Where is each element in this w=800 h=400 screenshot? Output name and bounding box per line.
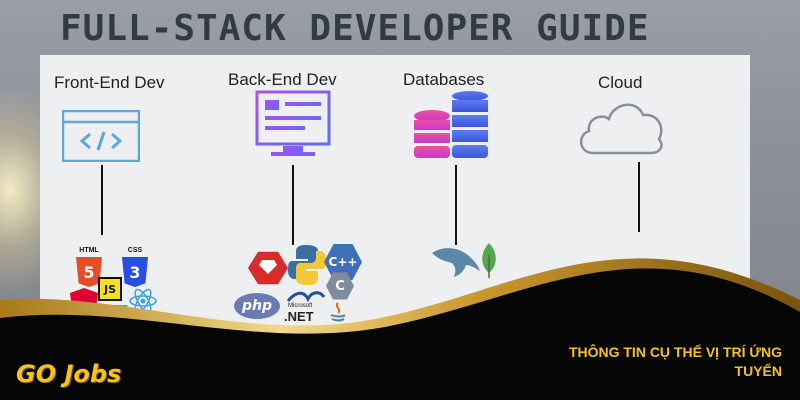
microsoft-label: Microsoft (288, 303, 313, 309)
label-cloud: Cloud (598, 73, 643, 92)
gojobs-logo[interactable]: GO Jobs (16, 360, 122, 388)
server-code-icon (255, 90, 331, 156)
html5-logo: HTML 5 (74, 247, 104, 293)
dotnet-wave-icon (286, 291, 326, 303)
database-stack-icon (414, 91, 488, 158)
mysql-dolphin-logo (432, 248, 480, 277)
java-logo (330, 302, 346, 322)
html5-shield: 5 (76, 257, 102, 287)
mongodb-leaf-logo (482, 243, 496, 278)
connector-front-end (101, 165, 103, 235)
cloud-icon (580, 103, 663, 155)
label-databases: Databases (403, 70, 485, 89)
dotnet-label: .NET (284, 309, 314, 324)
php-logo: php (234, 293, 280, 319)
label-front-end: Front-End Dev (54, 73, 165, 92)
banner-title: FULL-STACK DEVELOPER GUIDE (60, 8, 650, 49)
connector-back-end (292, 165, 294, 245)
dotnet-logo: Microsoft .NET (284, 291, 328, 325)
connector-cloud (638, 162, 640, 232)
javascript-logo: JS (98, 277, 122, 301)
connector-databases (455, 165, 457, 245)
footer-caption: THÔNG TIN CỤ THỂ VỊ TRÍ ỨNG TUYỂN (568, 344, 782, 379)
css3-shield: 3 (122, 257, 148, 287)
label-back-end: Back-End Dev (228, 70, 337, 89)
css3-logo: CSS 3 (120, 247, 150, 293)
python-logo (288, 245, 326, 285)
ruby-gem-icon (259, 260, 277, 274)
code-window-icon (62, 110, 140, 162)
html-logo-label: HTML (79, 247, 99, 254)
css-logo-label: CSS (127, 247, 143, 254)
